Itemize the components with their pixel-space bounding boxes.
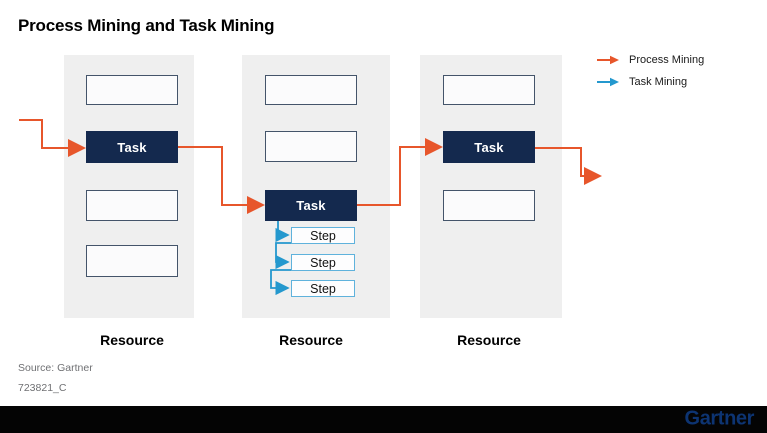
process-box-empty bbox=[265, 75, 357, 105]
process-box-empty bbox=[86, 190, 178, 221]
task-mining-arrow-icon bbox=[597, 77, 619, 87]
task-box-1: Task bbox=[86, 131, 178, 163]
step-box-2: Step bbox=[291, 254, 355, 271]
page-title: Process Mining and Task Mining bbox=[18, 16, 275, 35]
process-box-empty bbox=[86, 245, 178, 277]
task-box-2: Task bbox=[265, 190, 357, 221]
resource-label-3: Resource bbox=[457, 332, 521, 348]
process-box-empty bbox=[265, 131, 357, 162]
footer-bar: Gartner bbox=[0, 406, 767, 433]
process-mining-arrow-icon bbox=[597, 55, 619, 65]
resource-label-1: Resource bbox=[100, 332, 164, 348]
process-box-empty bbox=[86, 75, 178, 105]
legend-item-task-mining: Task Mining bbox=[596, 76, 704, 88]
step-box-1: Step bbox=[291, 227, 355, 244]
process-box-empty bbox=[443, 75, 535, 105]
resource-label-2: Resource bbox=[279, 332, 343, 348]
doc-code: 723821_C bbox=[18, 382, 67, 394]
legend: Process Mining Task Mining bbox=[596, 54, 704, 98]
task-box-3: Task bbox=[443, 131, 535, 163]
legend-label: Process Mining bbox=[629, 54, 705, 66]
process-box-empty bbox=[443, 190, 535, 221]
source-text: Source: Gartner bbox=[18, 362, 93, 374]
legend-item-process-mining: Process Mining bbox=[596, 54, 704, 66]
legend-label: Task Mining bbox=[629, 76, 688, 88]
gartner-logo: Gartner bbox=[684, 407, 755, 430]
step-box-3: Step bbox=[291, 280, 355, 297]
